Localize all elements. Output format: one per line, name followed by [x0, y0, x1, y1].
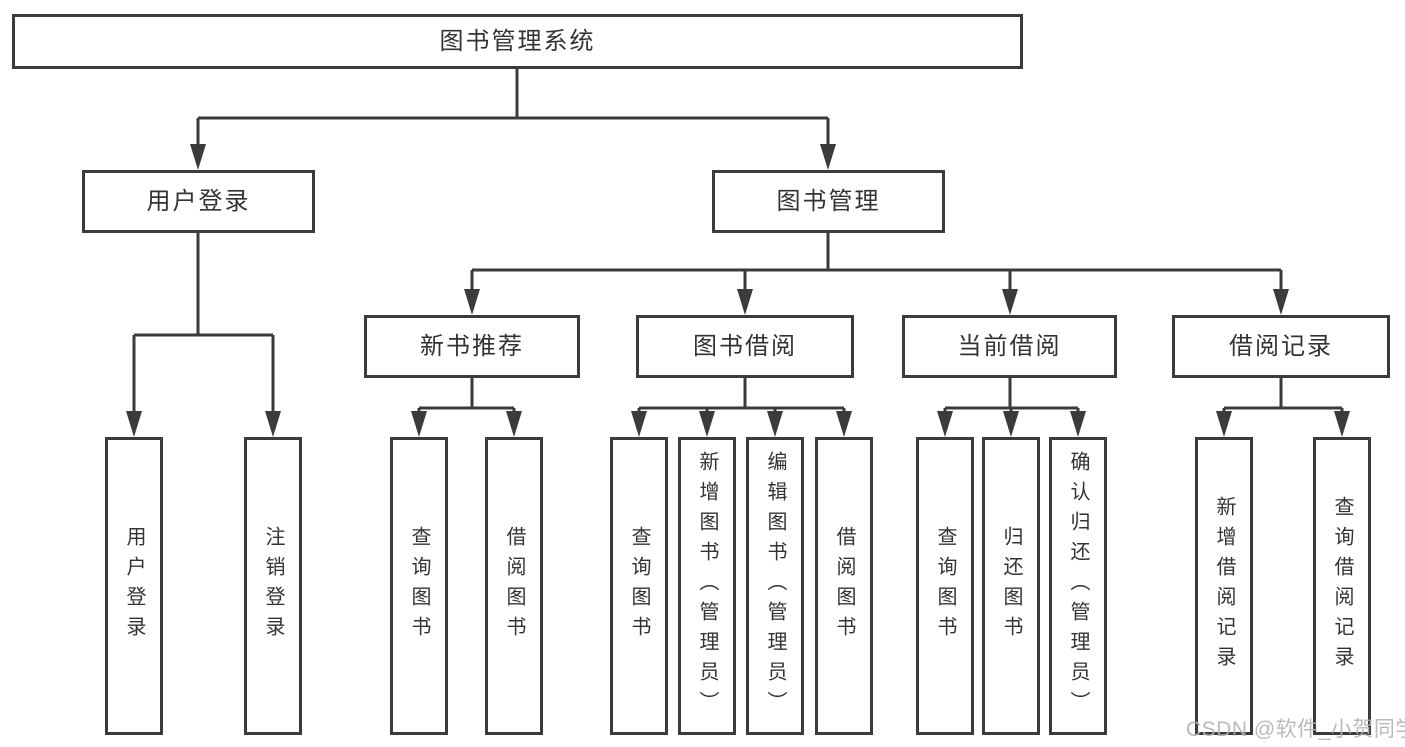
leaf-user-login: 用户登录 — [105, 437, 163, 735]
node-label: 查询借阅记录 — [1331, 496, 1353, 676]
leaf-logout: 注销登录 — [244, 437, 302, 735]
node-book-borrowing: 图书借阅 — [636, 315, 854, 378]
leaf-confirm-return-admin: 确认归还（管理员） — [1049, 437, 1107, 735]
node-label: 图书借阅 — [693, 332, 797, 360]
leaf-borrow-books-recommend: 借阅图书 — [485, 437, 543, 735]
leaf-query-books-recommend: 查询图书 — [390, 437, 448, 735]
leaf-edit-book-admin: 编辑图书（管理员） — [746, 437, 804, 735]
leaf-return-books: 归还图书 — [982, 437, 1040, 735]
node-label: 图书管理 — [776, 187, 881, 215]
node-label: 借阅图书 — [833, 526, 855, 646]
leaf-add-book-admin: 新增图书（管理员） — [678, 437, 736, 735]
node-label: 新增借阅记录 — [1213, 496, 1235, 676]
node-label: 借阅图书 — [503, 526, 525, 646]
node-label: 查询图书 — [628, 526, 650, 646]
node-borrowing-records: 借阅记录 — [1172, 315, 1390, 378]
arrowhead-icons — [126, 144, 1350, 437]
node-label: 查询图书 — [408, 526, 430, 646]
node-label: 新书推荐 — [420, 332, 524, 360]
node-book-management: 图书管理 — [712, 170, 945, 233]
node-library-management-system: 图书管理系统 — [12, 14, 1023, 69]
leaf-borrow-books-borrowing: 借阅图书 — [815, 437, 873, 735]
node-label: 新增图书（管理员） — [696, 451, 718, 721]
node-label: 确认归还（管理员） — [1067, 451, 1089, 721]
node-label: 归还图书 — [1000, 526, 1022, 646]
leaf-query-books-borrowing: 查询图书 — [610, 437, 668, 735]
node-label: 注销登录 — [262, 526, 284, 646]
node-label: 用户登录 — [146, 187, 251, 215]
csdn-watermark: CSDN @软件_小贺同学 — [1186, 718, 1405, 741]
node-user-login: 用户登录 — [82, 170, 315, 233]
leaf-add-borrow-record: 新增借阅记录 — [1195, 437, 1253, 735]
leaf-query-books-current: 查询图书 — [916, 437, 974, 735]
node-label: 用户登录 — [123, 526, 145, 646]
node-label: 编辑图书（管理员） — [764, 451, 786, 721]
node-label: 当前借阅 — [957, 332, 1062, 360]
leaf-query-borrow-record: 查询借阅记录 — [1313, 437, 1371, 735]
node-label: 查询图书 — [934, 526, 956, 646]
node-label: 图书管理系统 — [439, 27, 596, 55]
node-new-book-recommendation: 新书推荐 — [364, 315, 580, 378]
node-label: 借阅记录 — [1229, 332, 1333, 360]
node-current-borrowing: 当前借阅 — [902, 315, 1117, 378]
